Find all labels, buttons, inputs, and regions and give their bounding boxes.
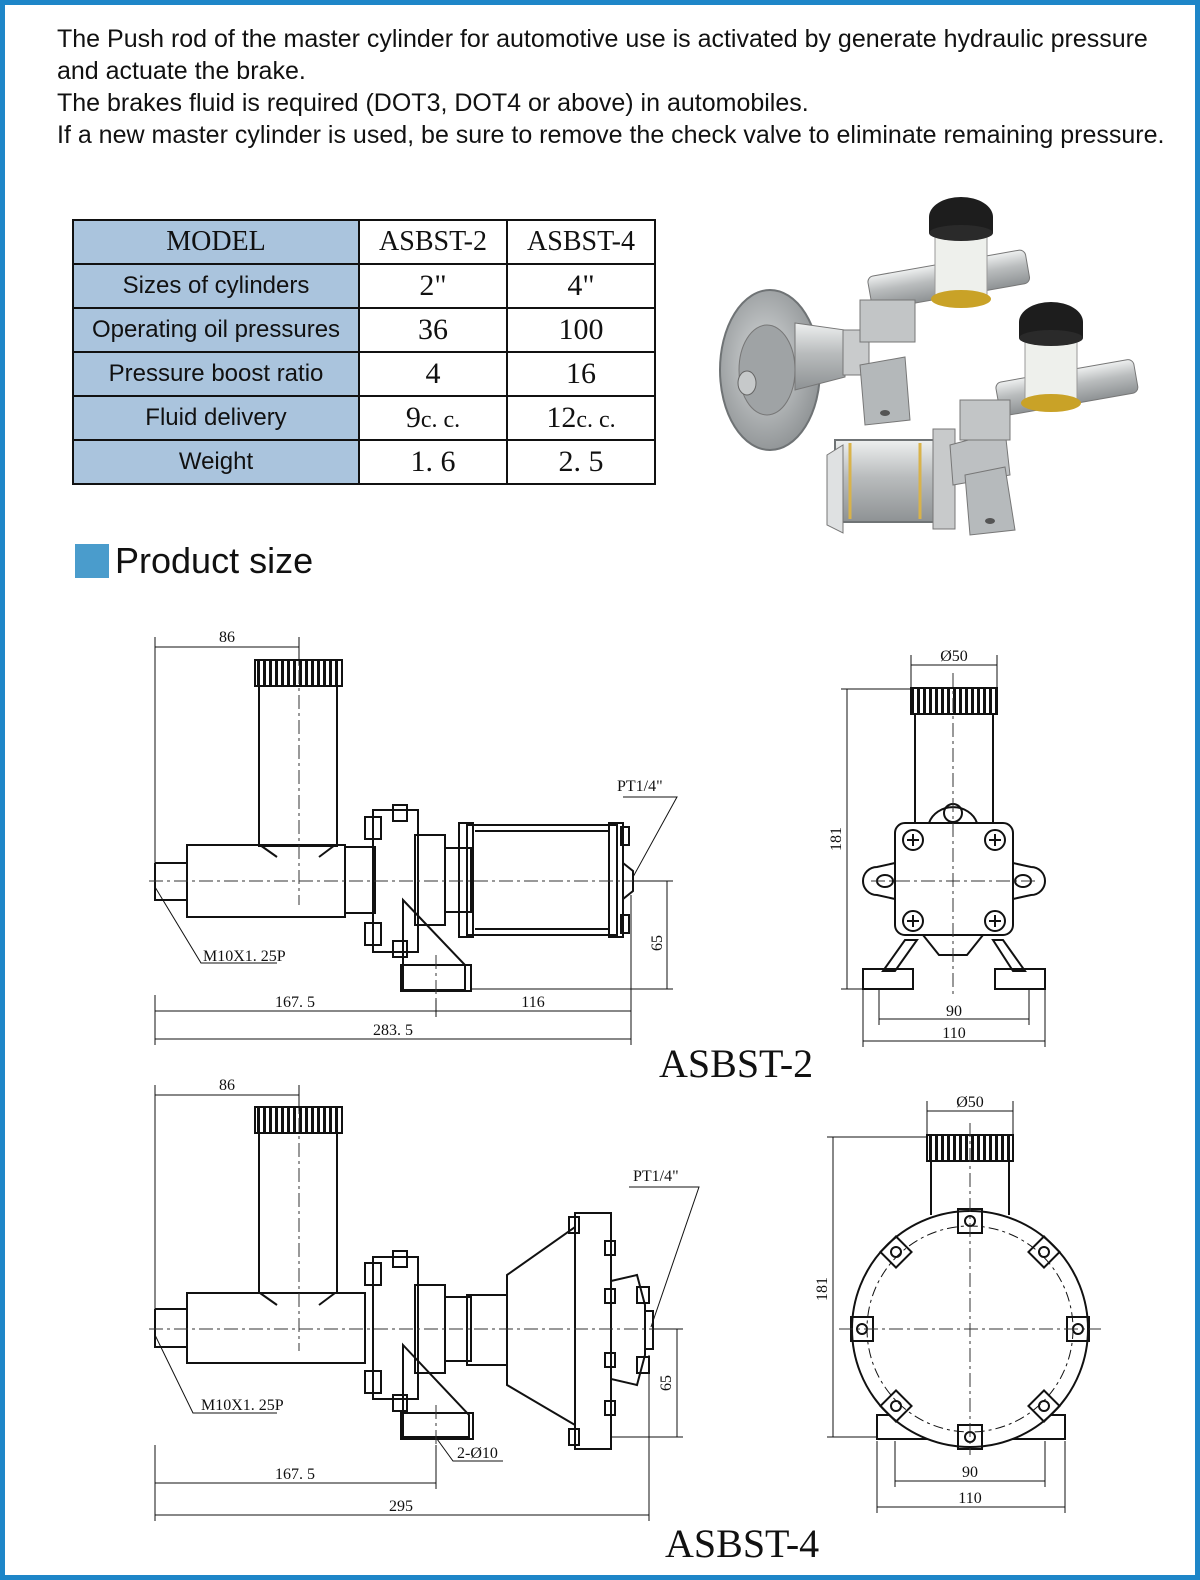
row-label: Fluid delivery: [72, 395, 360, 441]
table-row: Pressure boost ratio 4 16: [72, 351, 656, 397]
dim-m10: M10X1. 25P: [203, 948, 286, 965]
dim-90: 90: [946, 1003, 962, 1020]
asbst4-side-view: [154, 1106, 654, 1450]
table-header-model: MODEL: [72, 219, 360, 265]
table-row: Sizes of cylinders 2" 4": [72, 263, 656, 309]
dim-181: 181: [814, 1277, 831, 1301]
dim-pt14: PT1/4": [633, 1168, 679, 1185]
model-label-asbst4: ASBST-4: [665, 1521, 819, 1566]
dim-295: 295: [389, 1498, 413, 1515]
table-header-row: MODEL ASBST-2 ASBST-4: [72, 219, 656, 265]
table-row: Operating oil pressures 36 100: [72, 307, 656, 353]
section-title: Product size: [115, 540, 314, 581]
asbst2-side-view: [154, 659, 634, 992]
asbst4-front-labels: Ø50 181 90 110: [814, 1094, 984, 1507]
asbst4-front-centerlines: [839, 1123, 1101, 1455]
section-square-icon: [75, 544, 109, 578]
product-photo: [719, 197, 1139, 536]
unit: c. c.: [576, 407, 616, 433]
dim-d50: Ø50: [956, 1094, 984, 1111]
asbst4-side-dimensions: [154, 1085, 700, 1521]
dim-110: 110: [958, 1490, 981, 1507]
model-label-asbst2: ASBST-2: [659, 1041, 813, 1086]
intro-line: The Push rod of the master cylinder for …: [57, 25, 1148, 85]
dim-116: 116: [521, 994, 544, 1011]
row-label: Pressure boost ratio: [72, 351, 360, 397]
cell-asbst2: 9c. c.: [358, 395, 508, 441]
asbst2-front-dimensions: [841, 655, 1046, 1047]
dim-pt14: PT1/4": [617, 778, 663, 795]
dim-167-5: 167. 5: [275, 1466, 315, 1483]
spec-table: MODEL ASBST-2 ASBST-4 Sizes of cylinders…: [72, 219, 656, 485]
intro-line: If a new master cylinder is used, be sur…: [57, 121, 1165, 149]
cell-asbst2: 4: [358, 351, 508, 397]
asbst2-side-dimensions: [154, 637, 678, 1045]
row-label: Weight: [72, 439, 360, 485]
dim-d50: Ø50: [940, 648, 968, 665]
dim-283-5: 283. 5: [373, 1022, 413, 1039]
table-row: Fluid delivery 9c. c. 12c. c.: [72, 395, 656, 441]
asbst2-front-centerlines: [871, 673, 1035, 995]
row-label: Sizes of cylinders: [72, 263, 360, 309]
dim-m10: M10X1. 25P: [201, 1397, 284, 1414]
table-header-asbst4: ASBST-4: [506, 219, 656, 265]
dim-110: 110: [942, 1025, 965, 1042]
asbst4-side-centerlines: [149, 1093, 665, 1475]
intro-text: The Push rod of the master cylinder for …: [57, 23, 1167, 151]
dim-90: 90: [962, 1464, 978, 1481]
dim-65: 65: [658, 1375, 675, 1391]
asbst2-side-labels: 86 PT1/4" M10X1. 25P 65 167. 5 116 283. …: [203, 629, 813, 1086]
drawings-svg: 86 PT1/4" M10X1. 25P 65 167. 5 116 283. …: [149, 197, 1139, 1566]
intro-line: The brakes fluid is required (DOT3, DOT4…: [57, 89, 809, 117]
dim-86: 86: [219, 629, 235, 646]
dim-86: 86: [219, 1077, 235, 1094]
section-heading: Product size: [75, 540, 314, 581]
unit: c. c.: [420, 407, 461, 433]
cell-asbst2: 2": [358, 263, 508, 309]
asbst4-photo: [719, 197, 1031, 451]
dim-65: 65: [649, 935, 666, 951]
cell-asbst4: 4": [506, 263, 656, 309]
value: 12: [546, 401, 577, 434]
cell-asbst2: 36: [358, 307, 508, 353]
value: 9: [405, 401, 421, 434]
asbst2-front-view: [862, 687, 1046, 990]
asbst4-side-labels: 86 PT1/4" M10X1. 25P 65 2-Ø10 167. 5 295…: [201, 1077, 819, 1566]
table-row: Weight 1. 6 2. 5: [72, 439, 656, 485]
dim-2-d10: 2-Ø10: [457, 1445, 498, 1462]
cell-asbst4: 2. 5: [506, 439, 656, 485]
table-header-asbst2: ASBST-2: [358, 219, 508, 265]
row-label: Operating oil pressures: [72, 307, 360, 353]
asbst4-front-dimensions: [827, 1101, 1066, 1513]
cell-asbst4: 100: [506, 307, 656, 353]
cell-asbst4: 12c. c.: [506, 395, 656, 441]
dim-167-5: 167. 5: [275, 994, 315, 1011]
cell-asbst4: 16: [506, 351, 656, 397]
cell-asbst2: 1. 6: [358, 439, 508, 485]
asbst2-front-labels: Ø50 181 90 110: [828, 648, 968, 1042]
asbst2-photo: [826, 302, 1139, 536]
dim-181: 181: [828, 827, 845, 851]
